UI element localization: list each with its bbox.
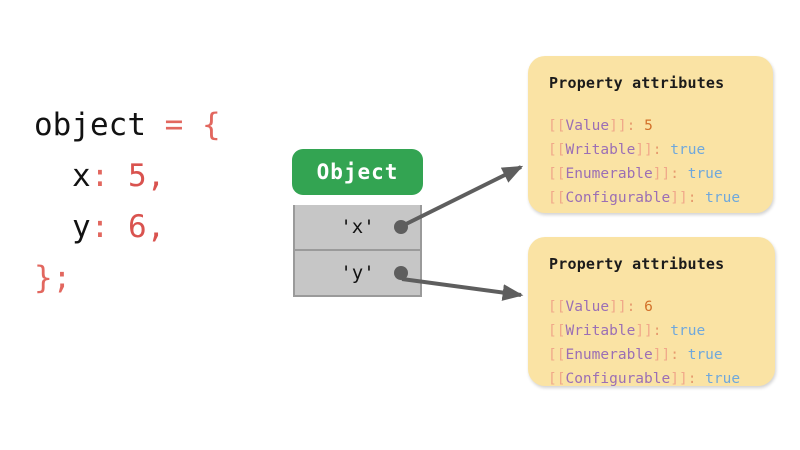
bracket-open: [[ — [548, 190, 566, 206]
attribute-separator: : — [670, 347, 688, 363]
attribute-value: true — [670, 142, 706, 158]
code-line: }; — [34, 253, 284, 304]
attribute-separator: : — [687, 371, 706, 387]
attribute-line: [[Writable]]: true — [548, 319, 740, 343]
attribute-line: [[Value]]: 5 — [548, 114, 740, 138]
bracket-close: ]] — [635, 323, 653, 339]
attribute-separator: : — [687, 190, 706, 206]
attribute-line: [[Enumerable]]: true — [548, 162, 740, 186]
object-box-header: Object — [292, 149, 423, 195]
attribute-separator: : — [652, 323, 671, 339]
attribute-name: Value — [565, 118, 610, 134]
attribute-value: true — [705, 190, 741, 206]
object-box-header-label: Object — [316, 160, 399, 184]
code-token: : — [90, 209, 110, 245]
attribute-line: [[Configurable]]: true — [548, 367, 740, 391]
card-title: Property attributes — [549, 74, 725, 92]
attribute-separator: : — [626, 118, 645, 134]
bracket-close: ]] — [609, 299, 627, 315]
attribute-value: true — [687, 166, 723, 182]
code-line: x: 5, — [34, 151, 284, 202]
attribute-separator: : — [652, 142, 671, 158]
code-line: object = { — [34, 100, 284, 151]
code-token: : — [90, 158, 110, 194]
attribute-name: Writable — [565, 323, 636, 339]
object-box-rows: 'x' 'y' — [293, 205, 422, 297]
code-token — [109, 158, 128, 194]
code-token: }; — [34, 260, 72, 296]
code-token: x — [72, 158, 91, 194]
bracket-close: ]] — [670, 371, 688, 387]
attribute-name: Value — [565, 299, 610, 315]
property-link-dot-icon — [394, 220, 408, 234]
bracket-open: [[ — [548, 371, 566, 387]
property-link-dot-icon — [394, 266, 408, 280]
code-token — [146, 107, 165, 143]
attribute-line: [[Configurable]]: true — [548, 186, 740, 210]
bracket-close: ]] — [652, 166, 671, 182]
object-property-key: 'y' — [340, 262, 375, 284]
attribute-line: [[Writable]]: true — [548, 138, 740, 162]
bracket-close: ]] — [652, 347, 671, 363]
code-line: y: 6, — [34, 202, 284, 253]
object-property-key: 'x' — [340, 216, 375, 238]
code-token: = — [164, 107, 184, 143]
bracket-open: [[ — [548, 118, 566, 134]
attribute-name: Configurable — [565, 190, 671, 206]
object-property-row[interactable]: 'x' — [295, 205, 420, 249]
property-attributes-card-y: Property attributes [[Value]]: 6[[Writab… — [528, 237, 775, 387]
code-snippet: object = {x: 5,y: 6,}; — [34, 100, 284, 304]
card-title: Property attributes — [549, 255, 725, 273]
property-attributes-card-x: Property attributes [[Value]]: 5[[Writab… — [528, 56, 773, 213]
attribute-name: Enumerable — [565, 347, 653, 363]
bracket-open: [[ — [548, 347, 566, 363]
attribute-list: [[Value]]: 6[[Writable]]: true[[Enumerab… — [548, 295, 740, 391]
code-token: object — [34, 107, 146, 143]
object-property-row[interactable]: 'y' — [295, 249, 420, 295]
attribute-value: 6 — [644, 299, 653, 315]
code-token: 5, — [128, 158, 166, 194]
attribute-value: true — [687, 347, 723, 363]
object-box: Object 'x' 'y' — [292, 149, 423, 297]
bracket-open: [[ — [548, 166, 566, 182]
bracket-close: ]] — [635, 142, 653, 158]
attribute-name: Writable — [565, 142, 636, 158]
attribute-value: true — [670, 323, 706, 339]
code-token: { — [202, 107, 221, 143]
code-token: 6, — [128, 209, 166, 245]
bracket-close: ]] — [670, 190, 688, 206]
attribute-name: Enumerable — [565, 166, 653, 182]
bracket-open: [[ — [548, 323, 566, 339]
bracket-open: [[ — [548, 299, 566, 315]
attribute-line: [[Enumerable]]: true — [548, 343, 740, 367]
attribute-value: true — [705, 371, 741, 387]
attribute-name: Configurable — [565, 371, 671, 387]
attribute-separator: : — [670, 166, 688, 182]
code-token — [183, 107, 202, 143]
code-token: y — [72, 209, 91, 245]
attribute-value: 5 — [644, 118, 653, 134]
code-token — [109, 209, 128, 245]
attribute-list: [[Value]]: 5[[Writable]]: true[[Enumerab… — [548, 114, 740, 210]
attribute-separator: : — [626, 299, 645, 315]
bracket-close: ]] — [609, 118, 627, 134]
attribute-line: [[Value]]: 6 — [548, 295, 740, 319]
bracket-open: [[ — [548, 142, 566, 158]
